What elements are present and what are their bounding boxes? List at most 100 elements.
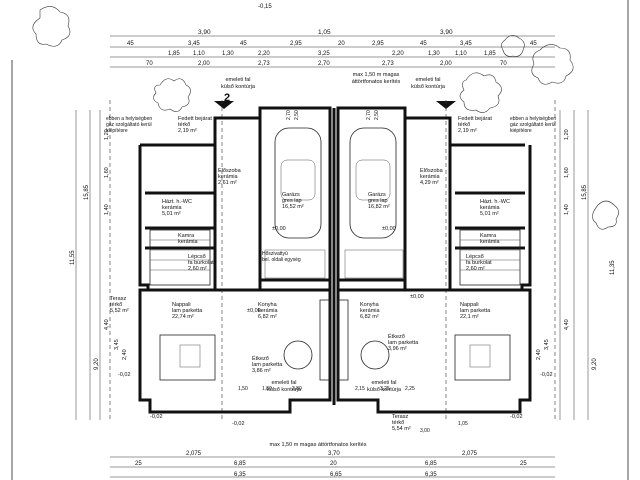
furniture [159,249,511,381]
dim-top-20: 1,10 [455,51,467,57]
kitchen-dim-8: 3,00 [420,428,430,434]
left-dimensions: 11,55 15,85 9,20 1,20 1,60 1,40 4,40 3,4… [70,110,128,420]
cars [274,127,397,239]
dim-top-1: 3,90 [198,29,211,36]
dim-right-total-3: 9,20 [592,358,598,370]
dim-right-1: 1,20 [564,129,570,140]
dim-top-12: 45 [530,41,537,47]
dim-bottom-2: 3,70 [328,451,340,457]
height-marks: 2,70 2,50 2,70 2,50 [286,110,380,120]
trees [32,6,619,230]
dim-left-total-1: 11,55 [70,250,76,265]
dim-top-9: 2,95 [372,41,384,47]
level-4: ±0,00 [272,226,286,232]
dim-right-4: 4,40 [564,319,570,330]
dim-left-2: 1,60 [104,167,110,178]
dim-top-4: 45 [127,41,134,47]
kitchen-dim-5: 3,25 [380,386,390,392]
dim-bottom-10: 6,65 [330,472,342,478]
dim-left-total-2: 15,85 [84,184,90,200]
dim-right-3: 1,40 [564,204,570,215]
dim-right-2: 1,60 [564,167,570,178]
height-4: 2,50 [374,110,380,120]
section-mark: 2 [224,92,230,104]
dim-top-8: 20 [338,41,345,47]
dim-bottom-6: 20 [330,461,337,467]
dim-top-13: 1,85 [168,51,180,57]
kitchen-dim-7: 1,05 [458,421,468,427]
level-7: -0,02 [540,372,553,378]
right-dimensions: 11,35 15,85 9,20 1,20 1,60 1,40 4,40 3,4… [536,110,616,420]
dim-right-total-1: 11,35 [610,260,616,275]
dim-bottom-11: 6,35 [425,472,437,478]
dim-top-26: 2,73 [382,61,394,67]
dim-bottom-4: 25 [135,461,142,467]
dim-right-6: 2,40 [536,349,542,360]
dim-top-28: 70 [500,61,507,67]
level-marks: ±0,00 ±0,00 -0,02 ±0,00 ±0,00 -0,02 -0,0… [118,226,553,427]
height-3: 2,70 [366,110,372,120]
level-8: -0,02 [150,414,163,420]
kitchen-dim-1: 1,50 [238,386,248,392]
walls [138,106,532,414]
dim-left-total-3: 9,20 [94,358,100,370]
dim-top-14: 1,10 [193,51,205,57]
dim-top-5: 3,45 [188,41,200,47]
level-9: -0,02 [510,414,523,420]
dim-top-7: 2,95 [290,41,302,47]
note-fence-bottom: max 1,50 m magas áttörtfonatos kerítés [270,442,367,448]
dim-top-23: 2,00 [198,61,210,67]
height-1: 2,70 [286,110,292,120]
kitchen-dim-3: 2,80 [292,386,302,392]
dim-top-21: 1,85 [484,51,496,57]
kitchen-dimensions: 1,50 1,80 2,80 2,15 3,25 2,25 1,05 3,00 [238,386,468,434]
kitchen-dim-4: 2,15 [355,386,365,392]
dim-top-22: 70 [146,61,153,67]
dim-top-17: 3,25 [318,51,330,57]
dim-bottom-3: 2,075 [462,451,478,457]
dim-left-3: 1,40 [104,204,110,215]
dim-bottom-7: 6,85 [425,461,437,467]
stairs [149,229,521,286]
level-5: ±0,00 [382,226,396,232]
level-top: -0,15 [258,4,272,10]
dim-left-6: 2,40 [122,349,128,360]
level-6: -0,02 [232,421,245,427]
dim-top-16: 2,20 [258,51,270,57]
dim-bottom-8: 25 [520,461,527,467]
dim-left-5: 3,45 [114,339,120,350]
top-dimensions: 3,90 1,05 3,90 45 3,45 45 2,95 20 2,95 4… [110,4,555,68]
level-2: ±0,00 [410,294,424,300]
section-arrow-left [214,101,234,109]
height-2: 2,50 [294,110,300,120]
dim-bottom-1: 2,075 [186,451,202,457]
level-1: ±0,00 [247,308,261,314]
dim-top-6: 45 [240,41,247,47]
dim-top-25: 2,70 [318,61,330,67]
kitchen-dim-2: 1,80 [262,386,272,392]
